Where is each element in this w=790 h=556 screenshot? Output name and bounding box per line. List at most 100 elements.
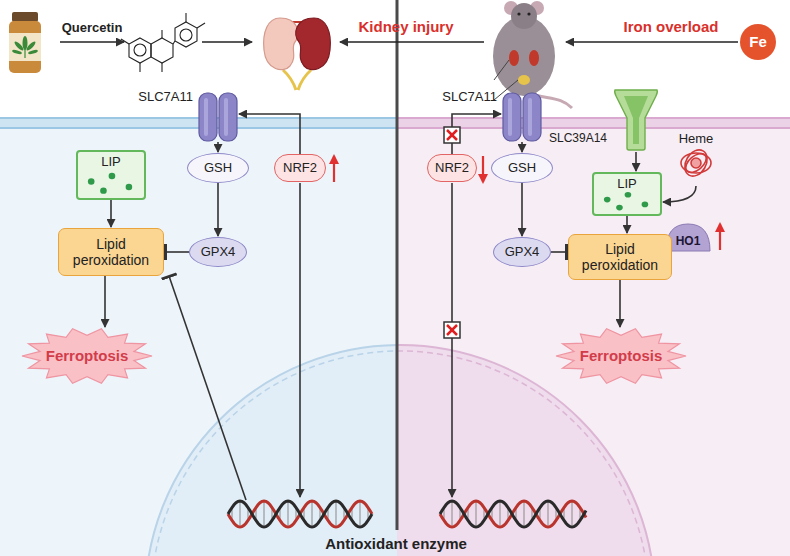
nrf2-pill: NRF2	[427, 154, 477, 182]
node-text: LIP	[101, 155, 121, 170]
arrow-connector	[217, 183, 219, 236]
node-text: NRF2	[435, 161, 469, 176]
dna-helix	[440, 501, 586, 527]
quercetin-molecule	[161, 63, 162, 72]
transporter	[615, 90, 658, 150]
nrf2-to-dna-arrow	[299, 183, 301, 497]
dna-helix	[228, 501, 372, 527]
mouse	[511, 3, 537, 29]
mouse	[527, 12, 530, 15]
iron-pool-box: LIP	[592, 172, 662, 216]
arrow-connector	[217, 142, 219, 152]
kidneys	[296, 18, 331, 70]
quercetin-molecule	[129, 38, 151, 63]
block-mark	[447, 325, 457, 335]
quercetin-bottle	[25, 40, 36, 51]
transporter	[502, 92, 542, 142]
quercetin-molecule	[197, 23, 205, 28]
iron-circle: Fe	[740, 24, 776, 60]
quercetin-molecule	[139, 63, 140, 72]
block-mark	[447, 130, 457, 140]
ferroptosis-burst	[22, 329, 152, 384]
arrow	[202, 41, 252, 43]
transporter	[528, 98, 532, 136]
heme-icon: Heme	[672, 132, 720, 186]
transporter	[523, 93, 541, 141]
arrow	[340, 41, 484, 43]
node-text: Lipid peroxidation	[65, 236, 157, 268]
quercetin-bottle	[24, 49, 25, 58]
node-text: Heme	[679, 132, 714, 147]
inhibition-connector	[165, 251, 189, 253]
node-text: Fe	[749, 33, 767, 50]
node-text: GSH	[204, 161, 232, 176]
node-text: GPX4	[201, 245, 236, 260]
process-box: Lipid peroxidation	[58, 228, 164, 276]
node-text: NRF2	[283, 161, 317, 176]
kidneys	[264, 18, 331, 90]
quercetin-molecule	[161, 30, 162, 38]
transporter	[503, 93, 521, 141]
arrow-connector	[521, 183, 523, 236]
node-text: GSH	[508, 161, 536, 176]
gsh-ellipse: GSH	[187, 153, 249, 183]
arrow-connector	[239, 114, 300, 154]
right-panel	[145, 118, 790, 556]
quercetin-molecule	[121, 13, 205, 72]
iron-pool-box	[88, 173, 132, 194]
transporter	[224, 98, 228, 136]
iron-pool-box	[100, 187, 107, 193]
nrf2-to-dna-arrow	[451, 183, 453, 497]
arrow-connector	[626, 216, 628, 233]
text-label: Quercetin	[52, 20, 132, 36]
dna-helix	[228, 501, 586, 527]
mouse	[494, 60, 509, 80]
heme-icon	[680, 147, 711, 179]
nucleus	[151, 351, 397, 556]
quercetin-bottle	[28, 49, 38, 55]
quercetin-molecule	[151, 38, 173, 63]
heme-icon	[680, 147, 711, 179]
nucleus	[145, 345, 397, 556]
quercetin-molecule	[175, 22, 197, 47]
quercetin-bottle	[9, 21, 41, 73]
transporter	[219, 93, 237, 141]
mouse	[529, 50, 539, 66]
mouse	[517, 12, 520, 15]
kidneys	[264, 18, 299, 70]
transporter: SLC7A11	[198, 92, 238, 142]
arrow	[566, 41, 738, 43]
transporter	[204, 98, 208, 136]
node-text: LIP	[617, 177, 637, 192]
block-mark	[444, 322, 460, 338]
arrow-connector	[619, 280, 621, 327]
increase-arrow	[719, 224, 721, 250]
ferroptosis-burst: Ferroptosis	[22, 328, 152, 384]
quercetin-molecule	[121, 39, 129, 44]
transporter	[624, 96, 648, 144]
gsh-ellipse: GSH	[491, 153, 553, 183]
quercetin-molecule	[180, 29, 192, 41]
transporter	[508, 98, 512, 136]
ferroptosis-burst	[556, 329, 686, 384]
transporter	[612, 88, 660, 152]
arrow-connector	[110, 200, 112, 227]
mouse	[518, 75, 530, 85]
text-label: Kidney injury	[340, 18, 472, 36]
quercetin-bottle	[13, 40, 24, 51]
arrow-connector	[663, 186, 696, 202]
quercetin-bottle	[12, 12, 38, 22]
node-text: Lipid peroxidation	[575, 241, 665, 273]
iron-pool-box	[604, 197, 611, 203]
quercetin-molecule	[173, 41, 175, 44]
dna-helix	[440, 501, 586, 527]
mouse	[493, 1, 572, 108]
iron-pool-box	[625, 192, 632, 198]
block-mark	[444, 322, 460, 338]
node-label: SLC39A14	[547, 132, 609, 146]
heme-icon	[691, 158, 701, 168]
nucleus	[145, 345, 397, 556]
